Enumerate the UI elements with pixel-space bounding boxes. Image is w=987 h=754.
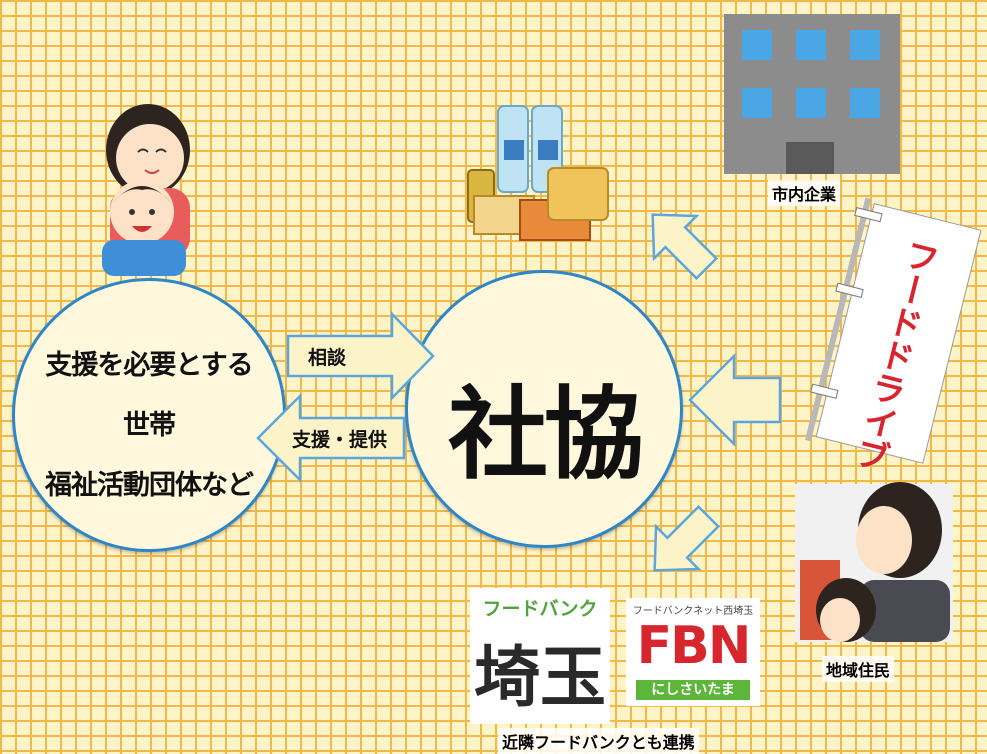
- fbn-logo-main: FBN: [636, 616, 752, 676]
- fbn-logo-sub: にしさいたま: [636, 680, 750, 700]
- consult-arrow: [286, 310, 435, 402]
- saitama-logo-main: 埼玉: [474, 639, 606, 716]
- flag-arrow: [688, 352, 782, 448]
- households-line2: 世帯: [123, 410, 176, 441]
- support-arrow: [256, 392, 406, 484]
- company-caption: 市内企業: [768, 180, 841, 206]
- support-label: 支援・提供: [292, 429, 388, 451]
- residents-illustration: [795, 482, 953, 642]
- residents-arrow: [653, 504, 721, 572]
- food-illustration: [467, 105, 609, 241]
- households-line3: 福祉活動団体など: [45, 470, 254, 501]
- shakyo-label: 社協: [448, 376, 644, 493]
- saitama-logo-top: フードバンク: [482, 598, 598, 620]
- shakyo-circle: 社協: [405, 270, 683, 548]
- households-line1: 支援を必要とする: [45, 350, 253, 381]
- fbn-logo: フードバンクネット西埼玉 FBN にしさいたま: [626, 598, 760, 706]
- fbn-logo-top: フードバンクネット西埼玉: [632, 606, 754, 617]
- residents-caption: 地域住民: [822, 656, 895, 682]
- company-arrow: [651, 213, 719, 281]
- flag-banner: [804, 197, 982, 464]
- building-illustration: [724, 14, 900, 174]
- foodbank-caption: 近隣フードバンクとも連携: [498, 728, 699, 754]
- family-illustration: [102, 104, 190, 276]
- consult-label: 相談: [308, 347, 347, 369]
- households-circle: 支援を必要とする 世帯 福祉活動団体など: [12, 278, 286, 552]
- foodbank-saitama-logo: フードバンク 埼玉: [470, 588, 610, 724]
